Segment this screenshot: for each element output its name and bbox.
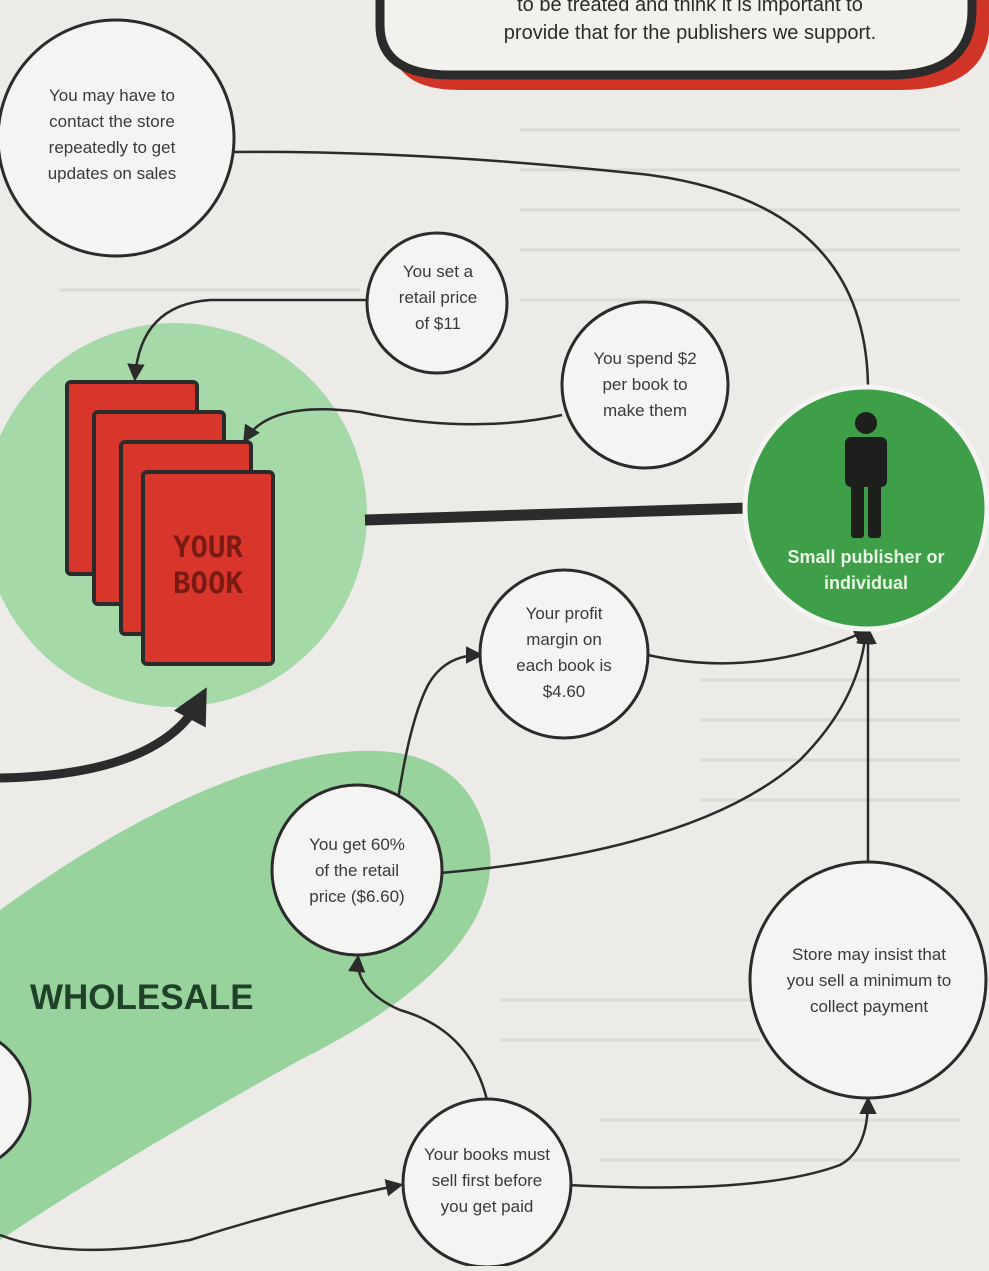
book-title-line1: YOUR [150, 530, 266, 564]
connector-sell-to-minimum [568, 1100, 868, 1188]
connector-contact-to-publisher [232, 152, 868, 390]
banner-text-line2: provide that for the publishers we suppo… [440, 20, 940, 46]
bubble-minimum-text: Store may insist that you sell a minimum… [778, 928, 960, 1034]
banner-text-line1: to be treated and think it is important … [440, 0, 940, 18]
bubble-sell-first-text: Your books must sell first before you ge… [422, 1128, 552, 1234]
incoming-arrow-to-book [0, 700, 200, 778]
bubble-profit-text: Your profit margin on each book is $4.60 [508, 600, 620, 706]
bubble-spend-text: You spend $2 per book to make them [584, 332, 706, 438]
connector-profit-to-publisher [648, 630, 868, 663]
book-to-publisher-line [365, 508, 748, 520]
book-title-line2: BOOK [150, 566, 266, 600]
bubble-retail-price-text: You set a retail price of $11 [392, 245, 484, 351]
wholesale-label: WHOLESALE [30, 978, 254, 1018]
bubble-sixty-percent-text: You get 60% of the retail price ($6.60) [300, 818, 414, 924]
publisher-label: Small publisher or individual [778, 542, 954, 598]
bubble-contact-store-text: You may have to contact the store repeat… [22, 82, 202, 188]
